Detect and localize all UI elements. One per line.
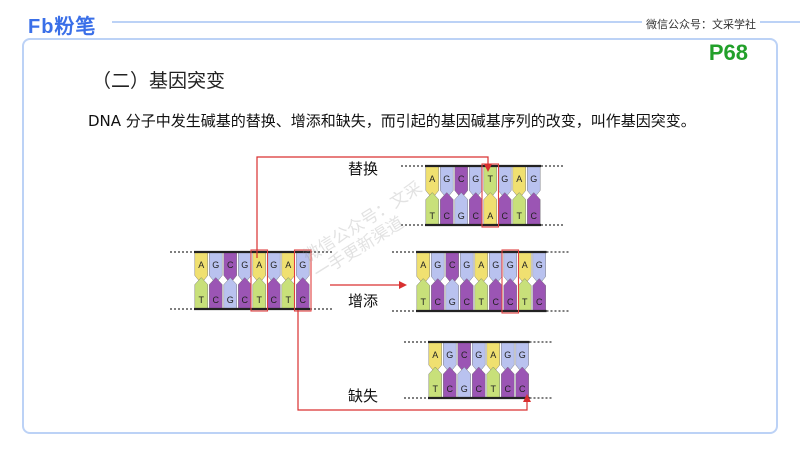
base-letter: C [507,297,514,307]
base-letter: G [434,260,441,270]
base-letter: T [257,295,263,305]
base-letter: C [242,295,249,305]
base-letter: G [458,211,465,221]
dna-strands: ATGCCGGCATGCATGCATGCCGGCTAGCATGCATGCCGGC… [170,164,571,398]
base-letter: T [491,384,497,394]
base-letter: G [501,174,508,184]
base-letter: C [227,260,234,270]
base-letter: G [227,295,234,305]
base-letter: G [492,260,499,270]
base-letter: G [461,384,468,394]
base-letter: C [519,384,526,394]
base-letter: G [270,260,277,270]
base-letter: C [444,211,451,221]
base-letter: G [475,350,482,360]
base-letter: C [493,297,500,307]
base-letter: T [286,295,292,305]
base-letter: T [488,174,494,184]
base-letter: A [420,260,426,270]
base-letter: C [213,295,220,305]
base-letter: C [464,297,471,307]
base-letter: G [463,260,470,270]
base-letter: A [256,260,262,270]
base-letter: T [421,297,427,307]
base-letter: C [449,260,456,270]
base-letter: C [435,297,442,307]
base-letter: T [522,297,528,307]
base-letter: G [472,174,479,184]
base-letter: G [530,174,537,184]
base-letter: T [479,297,485,307]
base-letter: C [447,384,454,394]
base-letter: A [487,211,493,221]
base-letter: G [519,350,526,360]
base-letter: A [522,260,528,270]
base-letter: T [433,384,439,394]
deletion-label: 缺失 [348,387,378,405]
base-letter: T [517,211,523,221]
base-letter: C [473,211,480,221]
base-letter: A [490,350,496,360]
base-letter: C [476,384,483,394]
base-letter: G [504,350,511,360]
base-letter: A [516,174,522,184]
base-letter: T [430,211,436,221]
base-letter: G [241,260,248,270]
base-letter: C [458,174,465,184]
base-letter: G [443,174,450,184]
base-letter: A [198,260,204,270]
base-letter: G [446,350,453,360]
base-letter: C [505,384,512,394]
base-letter: A [432,350,438,360]
base-letter: G [449,297,456,307]
base-letter: A [478,260,484,270]
base-letter: C [531,211,538,221]
base-letter: C [502,211,509,221]
base-letter: A [285,260,291,270]
base-letter: C [461,350,468,360]
base-letter: C [300,295,307,305]
base-letter: G [507,260,514,270]
base-letter: G [212,260,219,270]
base-letter: T [199,295,205,305]
base-letter: C [536,297,543,307]
base-letter: C [271,295,278,305]
base-letter: G [299,260,306,270]
base-letter: G [536,260,543,270]
substitution-label: 替换 [348,160,378,178]
insertion-label: 增添 [348,292,378,310]
base-letter: A [429,174,435,184]
